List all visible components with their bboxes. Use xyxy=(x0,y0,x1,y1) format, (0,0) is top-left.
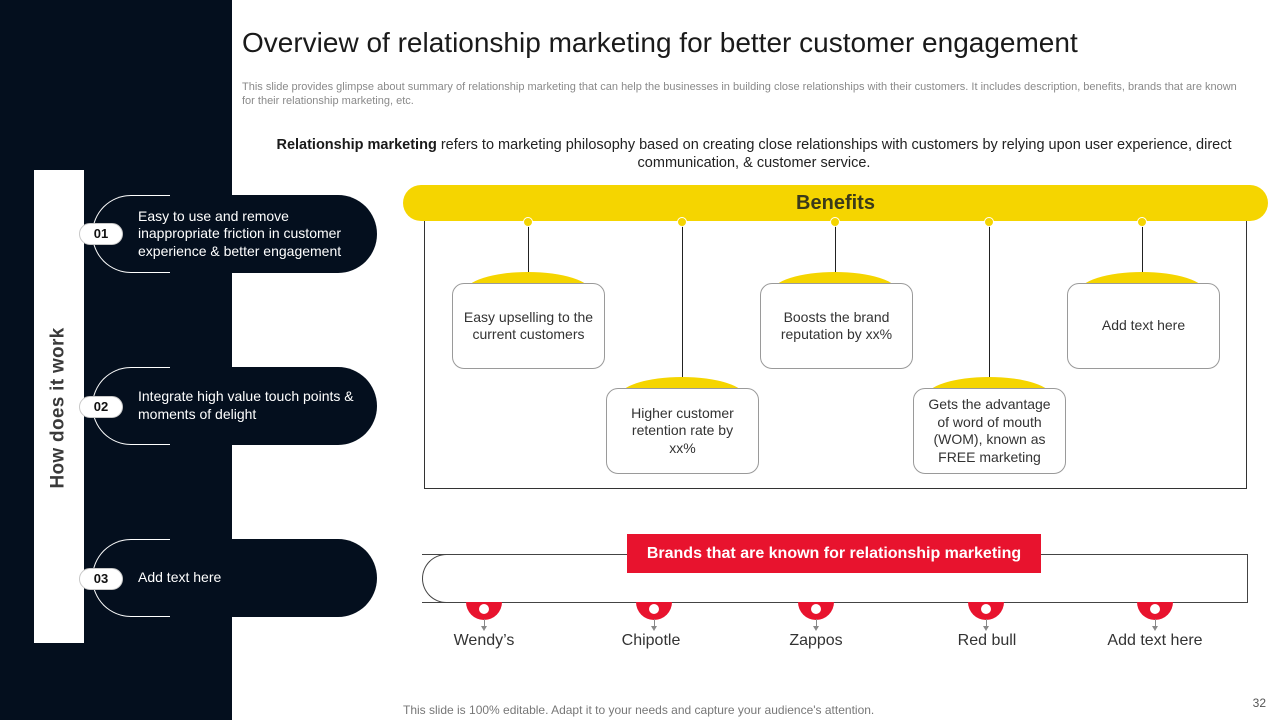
step-card-2: Integrate high value touch points & mome… xyxy=(92,367,377,445)
connector-line xyxy=(835,223,836,273)
brand-name-4: Red bull xyxy=(957,632,1017,649)
arrow-down-icon xyxy=(481,619,487,631)
arrow-down-icon xyxy=(651,619,657,631)
page-subtitle: This slide provides glimpse about summar… xyxy=(242,81,1237,107)
step-number-2: 02 xyxy=(79,396,123,418)
step-card-3: Add text here xyxy=(92,539,377,617)
brand-marker xyxy=(1137,602,1173,620)
connector-dot xyxy=(677,217,687,227)
benefit-card-4: Gets the advantage of word of mouth (WOM… xyxy=(913,388,1066,474)
definition-text: Relationship marketing refers to marketi… xyxy=(255,136,1253,172)
how-it-works-label: How does it work xyxy=(47,327,69,489)
connector-dot xyxy=(830,217,840,227)
step-number-1: 01 xyxy=(79,223,123,245)
arrow-down-icon xyxy=(983,619,989,631)
connector-line xyxy=(989,223,990,378)
page-number: 32 xyxy=(1252,696,1266,710)
brand-name-5: Add text here xyxy=(1107,632,1203,649)
definition-term: Relationship marketing xyxy=(276,137,437,153)
brand-marker xyxy=(798,602,834,620)
footer-note: This slide is 100% editable. Adapt it to… xyxy=(403,703,875,717)
connector-line xyxy=(682,223,683,378)
brand-name-2: Chipotle xyxy=(621,632,681,649)
step-card-1: Easy to use and remove inappropriate fri… xyxy=(92,195,377,273)
step-text-1: Easy to use and remove inappropriate fri… xyxy=(138,207,342,259)
brand-name-3: Zappos xyxy=(789,632,843,649)
how-it-works-panel xyxy=(34,170,84,643)
brand-marker xyxy=(636,602,672,620)
benefits-header: Benefits xyxy=(403,185,1268,221)
benefit-card-2: Higher customer retention rate by xx% xyxy=(606,388,759,474)
page-title: Overview of relationship marketing for b… xyxy=(242,27,1078,58)
brands-frame-curve xyxy=(422,554,462,603)
arrow-down-icon xyxy=(813,619,819,631)
arrow-down-icon xyxy=(1152,619,1158,631)
connector-dot xyxy=(523,217,533,227)
step-number-3: 03 xyxy=(79,568,123,590)
definition-body: refers to marketing philosophy based on … xyxy=(436,137,1232,171)
benefit-card-3: Boosts the brand reputation by xx% xyxy=(760,283,913,369)
connector-line xyxy=(528,223,529,273)
benefit-card-5: Add text here xyxy=(1067,283,1220,369)
connector-line xyxy=(1142,223,1143,273)
connector-dot xyxy=(984,217,994,227)
brands-header: Brands that are known for relationship m… xyxy=(627,534,1041,573)
brand-marker xyxy=(968,602,1004,620)
brand-marker xyxy=(466,602,502,620)
brand-name-1: Wendy’s xyxy=(453,632,515,649)
step-text-2: Integrate high value touch points & mome… xyxy=(138,388,354,422)
benefit-card-1: Easy upselling to the current customers xyxy=(452,283,605,369)
step-text-3: Add text here xyxy=(138,569,222,585)
connector-dot xyxy=(1137,217,1147,227)
